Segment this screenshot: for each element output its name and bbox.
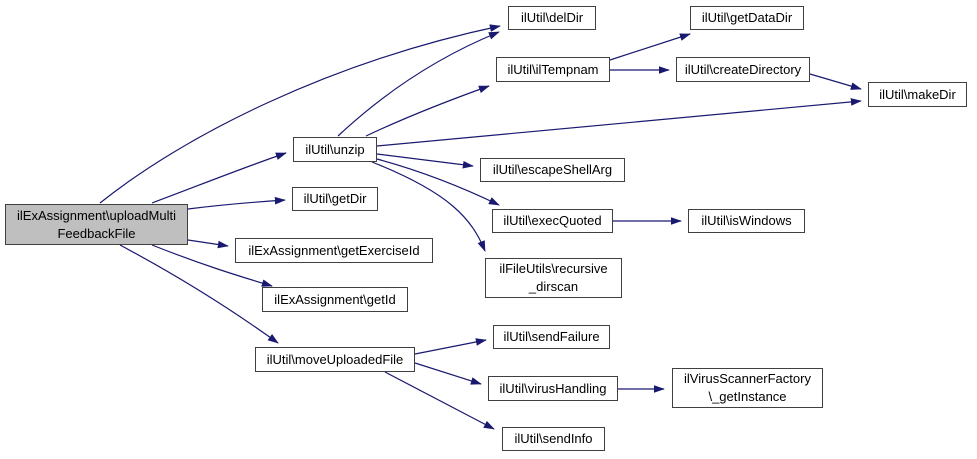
node-label: \_getInstance [708, 389, 787, 404]
edge-move-uploaded-file-to-send-failure [414, 338, 487, 355]
node-label: ilUtil\virusHandling [499, 380, 607, 396]
node-send-info[interactable]: ilUtil\sendInfo [502, 427, 605, 451]
node-make-dir[interactable]: ilUtil\makeDir [868, 82, 967, 107]
edge-create-directory-to-make-dir [809, 73, 862, 90]
node-get-data-dir[interactable]: ilUtil\getDataDir [690, 6, 804, 30]
node-label: ilUtil\unzip [305, 141, 365, 157]
node-label: FeedbackFile [57, 225, 136, 241]
node-label: ilExAssignment\getId [274, 291, 396, 307]
node-get-dir[interactable]: ilUtil\getDir [292, 187, 378, 211]
node-virus-scanner-factory-get-instance[interactable]: ilVirusScannerFactory \_getInstance [672, 368, 823, 408]
node-label: ilUtil\ilTempnam [507, 61, 599, 77]
node-unzip[interactable]: ilUtil\unzip [293, 137, 377, 162]
node-label: _dirscan [528, 279, 579, 294]
node-label: ilUtil\isWindows [701, 213, 792, 229]
node-move-uploaded-file[interactable]: ilUtil\moveUploadedFile [255, 347, 415, 372]
edge-unzip-to-make-dir [376, 98, 862, 147]
node-escape-shell-arg[interactable]: ilUtil\escapeShellArg [480, 158, 625, 182]
node-exec-quoted[interactable]: ilUtil\execQuoted [492, 209, 613, 233]
node-del-dir[interactable]: ilUtil\delDir [508, 6, 596, 30]
edge-unzip-to-escape-shell-arg [376, 153, 474, 169]
edge-upload-multi-feedback-file-to-unzip [151, 152, 287, 204]
node-recursive-dirscan[interactable]: ilFileUtils\recursive _dirscan [485, 258, 622, 298]
edge-unzip-to-il-tempnam [365, 85, 490, 137]
edge-upload-multi-feedback-file-to-get-exercise-id [187, 239, 229, 249]
node-label: ilExAssignment\uploadMulti [17, 207, 176, 223]
node-get-exercise-id[interactable]: ilExAssignment\getExerciseId [235, 238, 433, 263]
edge-upload-multi-feedback-file-to-get-dir [187, 196, 286, 210]
node-label: ilExAssignment\getExerciseId [248, 242, 420, 258]
node-create-directory[interactable]: ilUtil\createDirectory [676, 57, 810, 82]
node-label: ilUtil\moveUploadedFile [266, 351, 404, 367]
node-label: ilUtil\delDir [520, 10, 584, 26]
edge-unzip-to-del-dir [337, 31, 500, 137]
node-send-failure[interactable]: ilUtil\sendFailure [493, 325, 610, 349]
node-label: ilUtil\createDirectory [684, 61, 802, 77]
node-get-id[interactable]: ilExAssignment\getId [262, 287, 408, 312]
node-label: ilFileUtils\recursive [499, 261, 608, 277]
node-label: ilUtil\makeDir [879, 86, 956, 102]
node-label: ilUtil\getDataDir [701, 10, 793, 26]
node-virus-handling[interactable]: ilUtil\virusHandling [488, 376, 618, 401]
node-il-tempnam[interactable]: ilUtil\ilTempnam [496, 57, 610, 82]
node-label: ilUtil\sendFailure [503, 329, 600, 345]
node-label: ilUtil\escapeShellArg [492, 162, 613, 178]
node-label: ilVirusScannerFactory [684, 371, 811, 387]
node-label: ilUtil\getDir [303, 191, 367, 207]
node-label: ilUtil\execQuoted [503, 213, 602, 229]
node-is-windows[interactable]: ilUtil\isWindows [688, 209, 805, 233]
edge-upload-multi-feedback-file-to-del-dir [99, 24, 501, 204]
edge-move-uploaded-file-to-virus-handling [414, 362, 482, 385]
node-label: ilUtil\sendInfo [514, 431, 593, 447]
edge-move-uploaded-file-to-send-info [384, 371, 495, 430]
